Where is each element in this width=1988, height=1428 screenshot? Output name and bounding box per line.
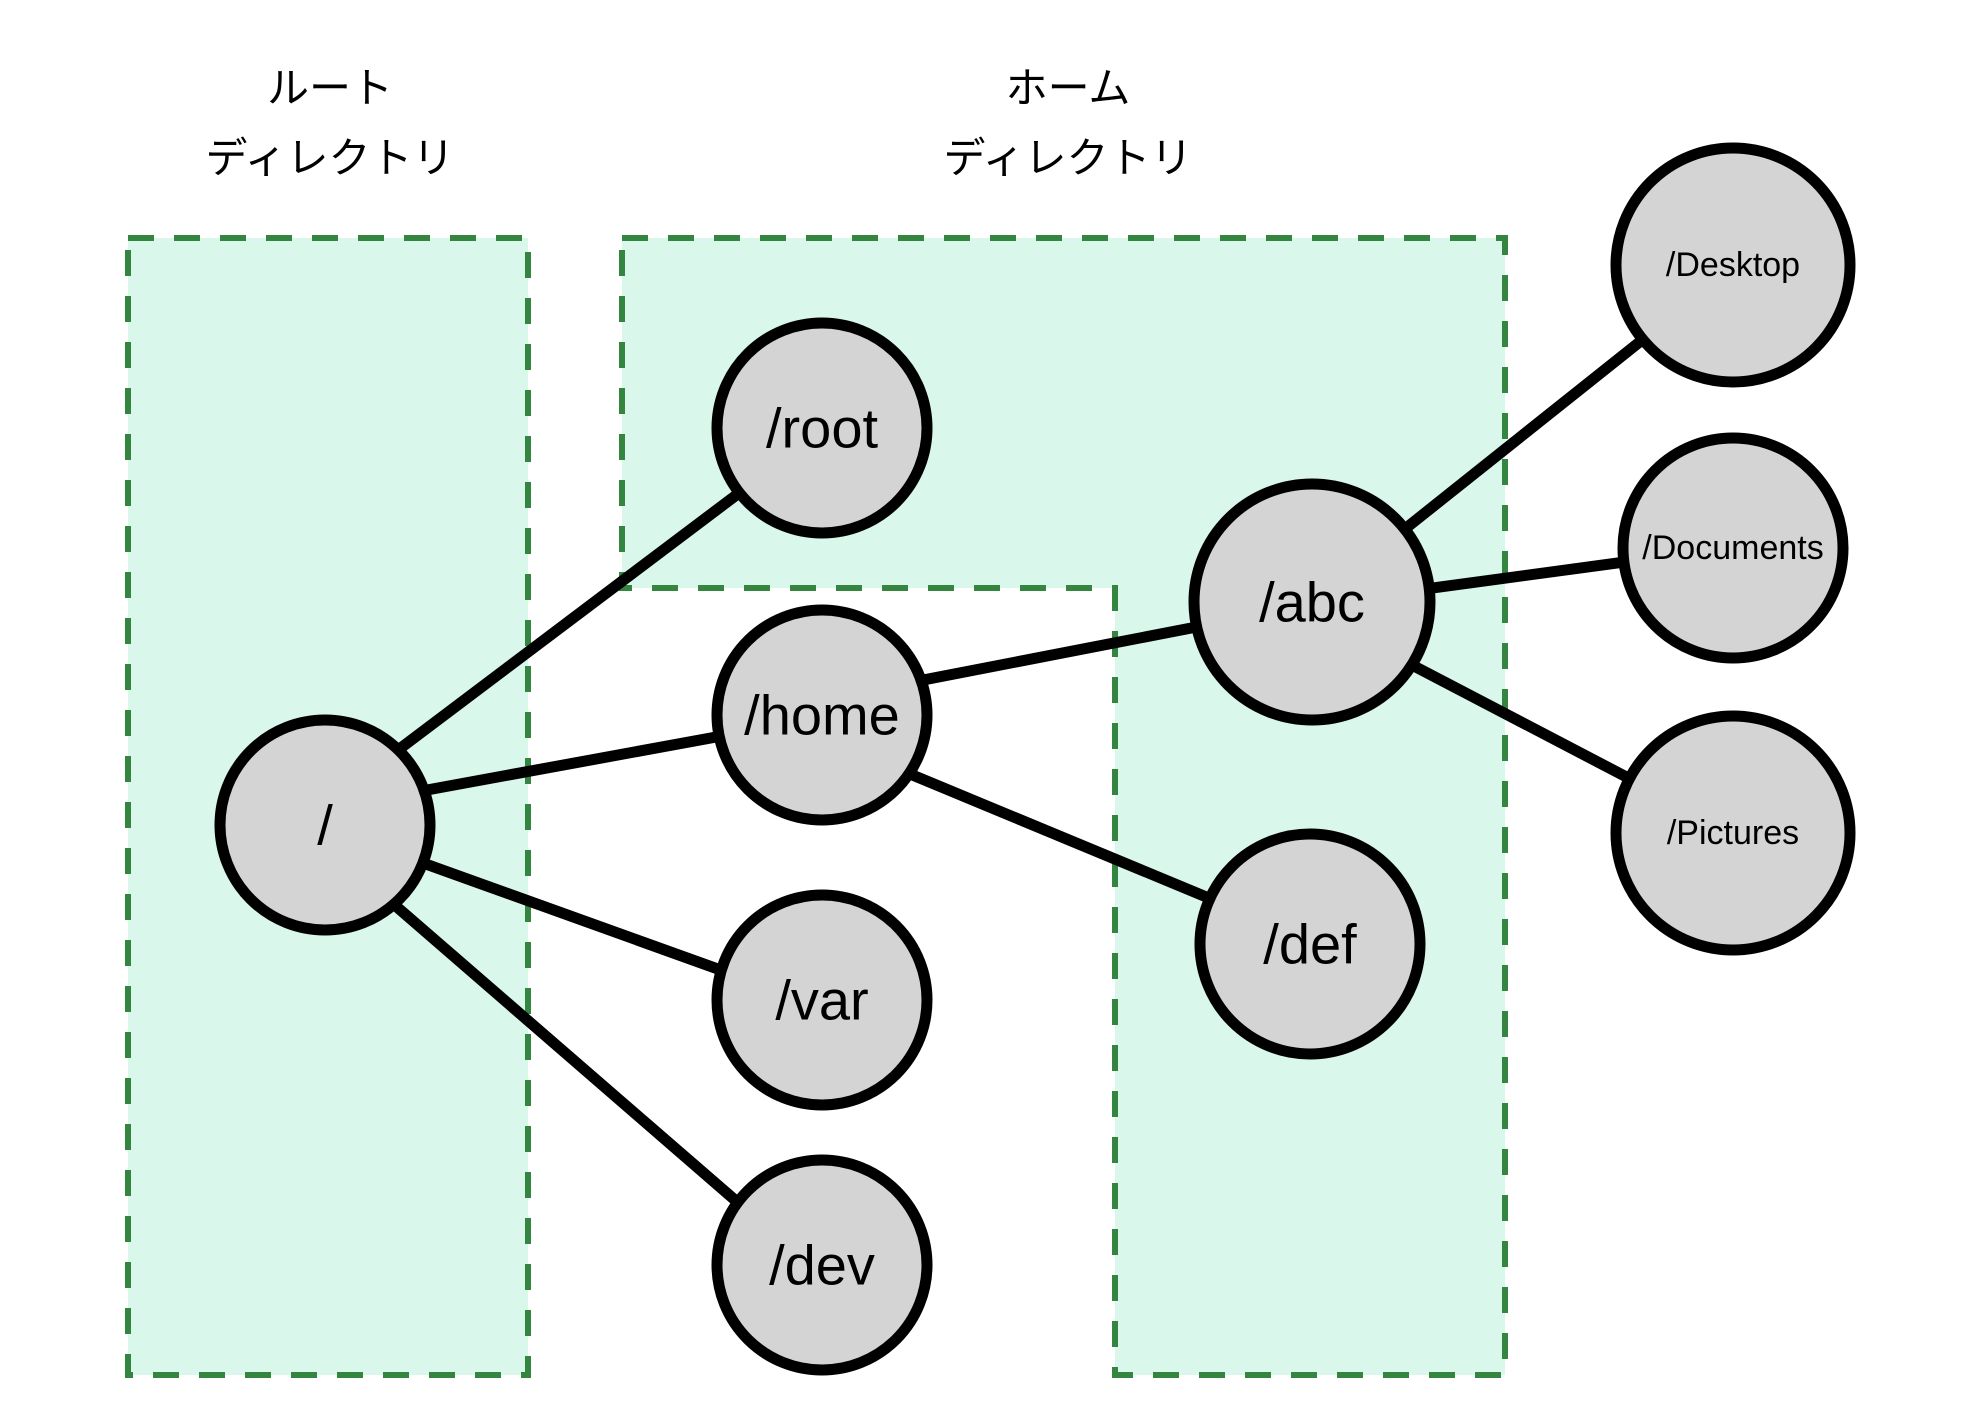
- home-directory-caption-line2: ディレクトリ: [943, 135, 1192, 182]
- node-home-circle[interactable]: [711, 604, 933, 826]
- root-directory-caption-line1: ルート: [267, 65, 393, 112]
- node-root-circle[interactable]: [214, 714, 436, 936]
- node-root[interactable]: /: [214, 714, 436, 936]
- node-documents[interactable]: /Documents: [1617, 432, 1849, 664]
- node-documents-circle[interactable]: [1617, 432, 1849, 664]
- node-var-circle[interactable]: [711, 889, 933, 1111]
- node-desktop-circle[interactable]: [1610, 142, 1856, 388]
- node-root-home[interactable]: /root: [711, 317, 933, 539]
- node-abc-circle[interactable]: [1188, 478, 1436, 726]
- node-dev[interactable]: /dev: [711, 1154, 933, 1376]
- node-root-home-circle[interactable]: [711, 317, 933, 539]
- node-pictures-circle[interactable]: [1610, 710, 1856, 956]
- node-def[interactable]: /def: [1194, 828, 1426, 1060]
- node-dev-circle[interactable]: [711, 1154, 933, 1376]
- root-directory-region-border: [125, 235, 531, 1378]
- node-var[interactable]: /var: [711, 889, 933, 1111]
- root-directory-caption-line2: ディレクトリ: [205, 135, 454, 182]
- node-abc[interactable]: /abc: [1188, 478, 1436, 726]
- home-directory-caption-line1: ホーム: [1006, 65, 1131, 112]
- node-def-circle[interactable]: [1194, 828, 1426, 1060]
- node-pictures[interactable]: /Pictures: [1610, 710, 1856, 956]
- node-home[interactable]: /home: [711, 604, 933, 826]
- node-desktop[interactable]: /Desktop: [1610, 142, 1856, 388]
